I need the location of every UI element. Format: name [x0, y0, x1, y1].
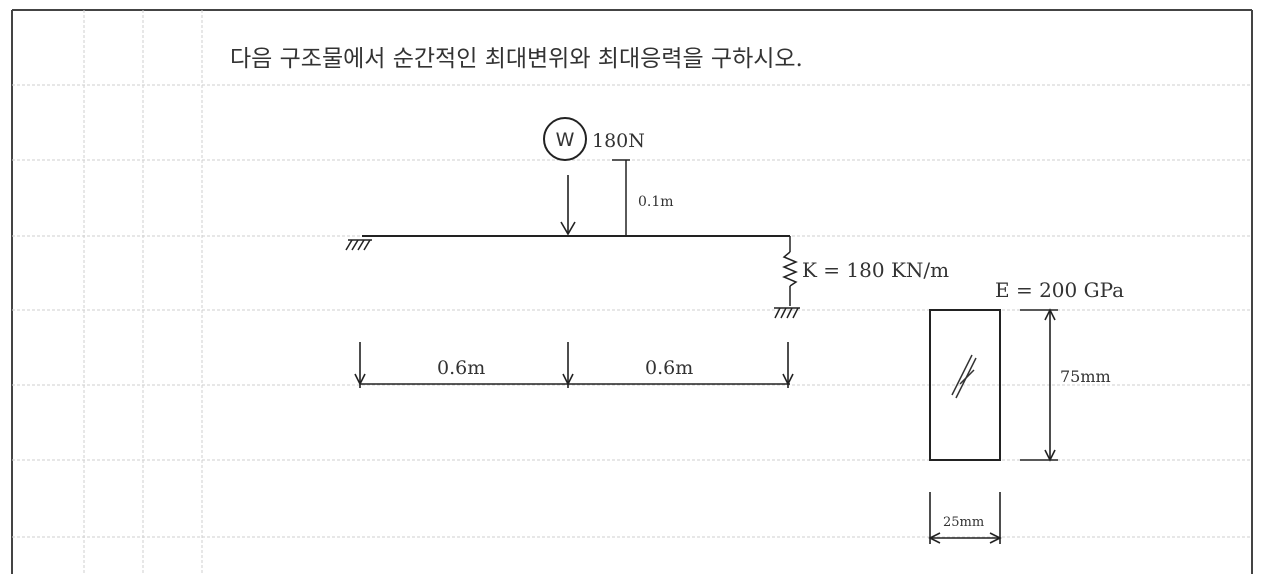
- height-dimension: [1020, 308, 1058, 462]
- weight-symbol: W: [556, 129, 575, 151]
- load-arrow-icon: [560, 175, 576, 236]
- spring-icon: [782, 236, 798, 306]
- span-left-label: 0.6m: [437, 357, 485, 379]
- spring-stiffness-label: K = 180 KN/m: [802, 258, 949, 282]
- ruled-grid: [12, 10, 1252, 574]
- cross-section-rect: [929, 309, 1001, 461]
- span-dimension-line: [354, 342, 794, 388]
- pin-support-icon: [345, 239, 372, 251]
- drop-height-label: 0.1m: [638, 194, 674, 210]
- height-label: 75mm: [1060, 367, 1111, 386]
- spring-ground-icon: [774, 307, 800, 319]
- drop-height-dimension: [612, 159, 630, 236]
- width-dimension: [928, 492, 1002, 544]
- problem-statement: 다음 구조물에서 순간적인 최대변위와 최대응력을 구하시오.: [230, 46, 803, 72]
- weight-value: 180N: [592, 130, 645, 152]
- width-label: 25mm: [943, 515, 984, 530]
- hatch-icon: [951, 354, 977, 399]
- modulus-label: E = 200 GPa: [995, 278, 1124, 302]
- span-right-label: 0.6m: [645, 357, 693, 379]
- weight-circle-icon: [543, 117, 587, 161]
